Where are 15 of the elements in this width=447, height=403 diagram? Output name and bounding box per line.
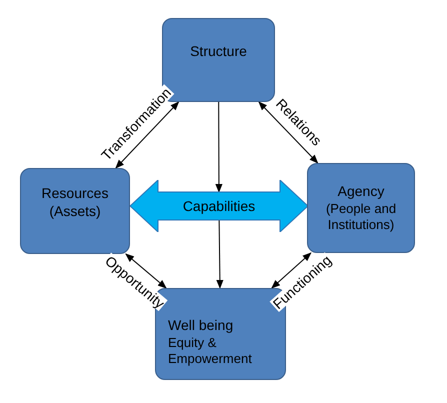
arrow (258, 101, 318, 164)
concept-box (20, 168, 130, 254)
concept-box (307, 163, 415, 253)
node-label: Well being (168, 317, 234, 334)
arrow (271, 252, 312, 289)
node-label: Resources (Assets) (40, 185, 110, 220)
node-label: Capabilities (182, 196, 256, 216)
node-label: (People and Institutions) (324, 200, 398, 233)
arrow (115, 101, 180, 169)
node-label: Agency (338, 183, 384, 200)
node-label: Structure (190, 43, 247, 61)
arrow (215, 102, 223, 193)
arrow (216, 220, 224, 289)
arrow (125, 253, 167, 289)
node-label: Equity & Empowerment (168, 334, 253, 367)
